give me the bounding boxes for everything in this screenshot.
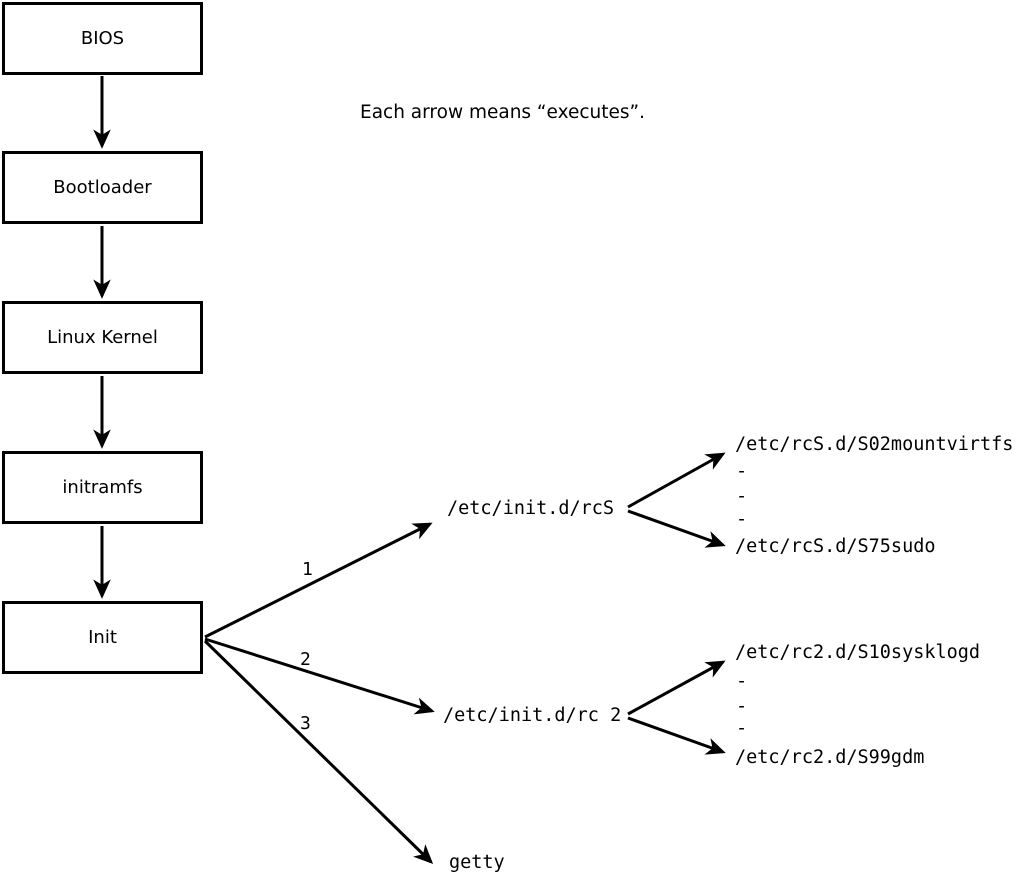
box-init-label: Init bbox=[88, 626, 117, 648]
box-initramfs: initramfs bbox=[2, 451, 203, 524]
arrow-order-label-1: 1 bbox=[302, 559, 313, 580]
legend-note: Each arrow means “executes”. bbox=[360, 102, 645, 123]
target-rcS-label: /etc/init.d/rcS bbox=[447, 498, 615, 519]
rcS-ellipsis-dash-3: - bbox=[736, 509, 748, 530]
rc2-ellipsis-dash-3: - bbox=[736, 718, 748, 739]
arrow-rcS-to-S75sudo bbox=[627, 509, 726, 548]
rcS-script-last: /etc/rcS.d/S75sudo bbox=[735, 536, 936, 557]
rc2-ellipsis-dash-1: - bbox=[736, 671, 748, 692]
arrow-order-label-3: 3 bbox=[300, 713, 311, 734]
arrow-init-to-rcS bbox=[204, 522, 433, 639]
rcS-ellipsis-dash-2: - bbox=[736, 486, 748, 507]
target-rc2-label: /etc/init.d/rc 2 bbox=[443, 705, 622, 726]
box-bios-label: BIOS bbox=[80, 27, 125, 49]
rc2-script-first: /etc/rc2.d/S10sysklogd bbox=[735, 642, 981, 663]
arrow-init-to-rc2 bbox=[204, 637, 435, 715]
rc2-ellipsis-dash-2: - bbox=[736, 696, 748, 717]
arrow-rc2-to-S99gdm bbox=[627, 716, 726, 755]
box-linux-kernel: Linux Kernel bbox=[2, 301, 203, 374]
box-bios: BIOS bbox=[2, 2, 203, 75]
target-getty-label: getty bbox=[449, 852, 505, 873]
rcS-script-first: /etc/rcS.d/S02mountvirtfs bbox=[735, 434, 1014, 455]
rcS-ellipsis-dash-1: - bbox=[736, 461, 748, 482]
arrow-rc2-to-S10sysklogd bbox=[627, 660, 726, 716]
box-bootloader: Bootloader bbox=[2, 151, 203, 224]
arrow-init-to-getty bbox=[203, 639, 434, 865]
box-initramfs-label: initramfs bbox=[62, 476, 143, 498]
box-init: Init bbox=[2, 601, 203, 674]
rc2-script-last: /etc/rc2.d/S99gdm bbox=[735, 747, 925, 768]
arrow-order-label-2: 2 bbox=[300, 649, 311, 670]
box-linux-kernel-label: Linux Kernel bbox=[47, 326, 158, 348]
arrow-rcS-to-S02mountvirtfs bbox=[627, 452, 726, 509]
box-bootloader-label: Bootloader bbox=[53, 176, 152, 198]
